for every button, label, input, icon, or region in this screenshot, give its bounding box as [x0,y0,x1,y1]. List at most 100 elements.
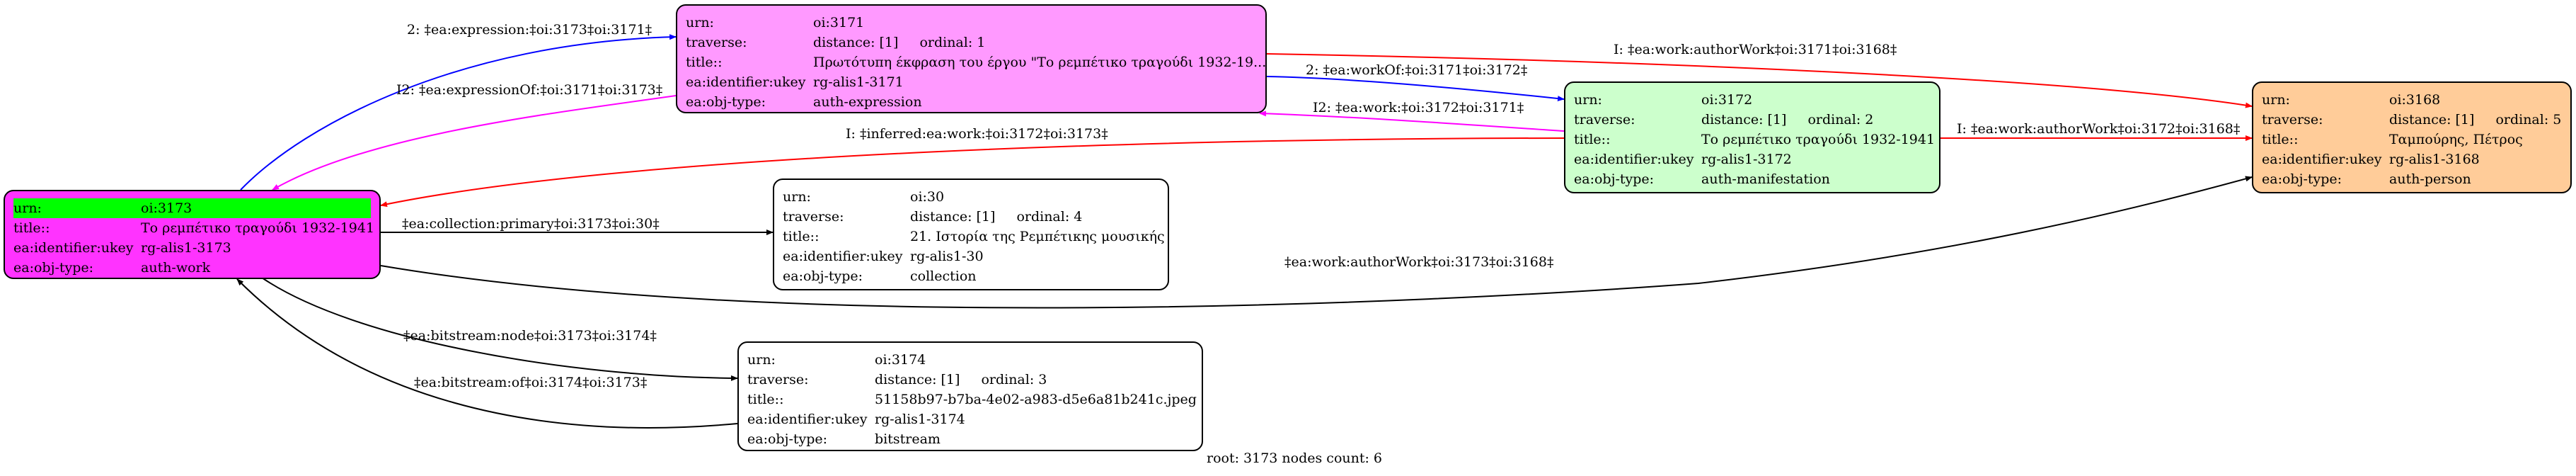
node-row: ea:obj-type:collection [783,266,1159,286]
row-value: 51158b97-b7ba-4e02-a983-d5e6a81b241c.jpe… [875,392,1197,407]
node-row: title::Πρωτότυπη έκφραση του έργου "Το ρ… [686,52,1266,72]
row-value: auth-person [2389,171,2471,187]
node-row: ea:identifier:ukey rg-alis1-3174 [747,409,1193,429]
row-key: traverse: [1574,112,1635,128]
row-key: ea:identifier:ukey [783,249,903,264]
row-key: ea:obj-type: [1574,171,1655,187]
row-value: distance: [1] [2389,112,2475,128]
row-value: distance: [1] [910,209,996,225]
edge-label: I2: ‡ea:expressionOf:‡oi:3171‡oi:3173‡ [396,82,662,98]
node-row: urn:oi:30 [783,187,1159,207]
node-row: urn: oi:3174 [747,350,1193,370]
row-value: Το ρεμπέτικο τραγούδι 1932-1941 [1701,132,1936,147]
row-value: Ταμπούρης, Πέτρος [2389,132,2523,147]
row-key: ea:obj-type: [13,260,94,276]
edge-expression: 2: ‡ea:expression:‡oi:3173‡oi:3171‡ [240,22,677,191]
node-oi-3168[interactable]: urn:oi:3168 traverse:distance: [1]ordina… [2252,81,2572,193]
edge-line [272,95,677,191]
node-row: traverse:distance: [1]ordinal: 3 [747,370,1193,390]
edge-bitstream-node: ‡ea:bitstream:node‡oi:3173‡oi:3174‡ [261,277,738,381]
node-row: urn: oi:3168 [2262,90,2562,110]
node-row: traverse: distance: [1] ordinal: 2 [1574,110,1931,130]
row-key: ea:obj-type: [686,94,766,110]
row-key: traverse: [783,209,844,225]
row-key: title:: [783,229,820,244]
row-value: distance: [1] [875,372,960,387]
edge-work: I2: ‡ea:work:‡oi:3172‡oi:3171‡ [1259,100,1565,132]
row-key: urn: [2262,92,2290,108]
row-key: urn: [783,189,811,205]
row-value-ordinal: ordinal: 4 [1016,209,1083,225]
row-value: oi:3168 [2389,92,2441,108]
edge-work-of: 2: ‡ea:workOf:‡oi:3171‡oi:3172‡ [1266,62,1565,102]
row-key: title:: [686,55,723,70]
graph-caption: root: 3173 nodes count: 6 [1207,450,1383,466]
edge-bitstream-of: ‡ea:bitstream:of‡oi:3174‡oi:3173‡ [236,278,738,429]
edge-label: ‡ea:work:authorWork‡oi:3173‡oi:3168‡ [1284,254,1553,270]
node-oi-3171[interactable]: urn:oi:3171 traverse:distance: [1]ordina… [676,4,1267,113]
node-oi-30[interactable]: urn:oi:30 traverse: distance: [1] ordinal:… [773,178,1169,290]
row-value: distance: [1] [813,35,899,50]
node-row: urn:oi:3171 [686,13,1257,33]
row-value: rg-alis1-30 [910,249,984,264]
row-key: urn: [1574,92,1602,108]
edge-line [261,277,738,381]
row-value-ordinal: ordinal: 2 [1807,112,1874,128]
row-key: urn: [686,15,714,30]
edge-label: I2: ‡ea:work:‡oi:3172‡oi:3171‡ [1313,100,1524,115]
node-row: title::Ταμπούρης, Πέτρος [2262,130,2562,149]
row-key: ea:identifier:ukey [1574,152,1694,167]
row-value: rg-alis1-3172 [1701,152,1792,167]
row-key: title:: [13,220,50,236]
row-key: traverse: [686,35,747,50]
row-value: Πρωτότυπη έκφραση του έργου "Το ρεμπέτικ… [813,55,1267,70]
row-value-ordinal: ordinal: 3 [981,372,1047,387]
node-row: title::Το ρεμπέτικο τραγούδι 1932-1941 [13,218,374,238]
row-value: rg-alis1-3174 [875,412,965,427]
row-value: rg-alis1-3173 [141,240,231,256]
node-row: ea:obj-type: auth-work [13,258,371,278]
node-row: title::51158b97-b7ba-4e02-a983-d5e6a81b2… [747,390,1197,409]
row-key: traverse: [2262,112,2323,128]
node-row: ea:obj-type:auth-expression [686,92,1257,112]
row-value: auth-work [141,260,211,276]
edge-label: ‡ea:bitstream:node‡oi:3173‡oi:3174‡ [403,328,657,344]
edge-expression-of: I2: ‡ea:expressionOf:‡oi:3171‡oi:3173‡ [272,82,677,191]
row-key: urn: [747,352,776,368]
row-value: oi:3174 [875,352,926,368]
row-key: title:: [747,392,784,407]
edge-author-work-3173: ‡ea:work:authorWork‡oi:3173‡oi:3168‡ [380,176,2253,309]
node-row: traverse: distance: [1] ordinal: 4 [783,207,1159,227]
edge-label: I: ‡ea:work:authorWork‡oi:3172‡oi:3168‡ [1957,121,2240,137]
node-row: traverse:distance: [1]ordinal: 5 [2262,110,2562,130]
edge-label: I: ‡ea:work:authorWork‡oi:3171‡oi:3168‡ [1614,42,1897,57]
row-key: ea:identifier:ukey [2262,152,2382,167]
row-value: distance: [1] [1701,112,1787,128]
row-value: rg-alis1-3171 [813,74,904,90]
node-row: title::Το ρεμπέτικο τραγούδι 1932-1941 [1574,130,1935,149]
node-row: ea:obj-type: auth-manifestation [1574,169,1931,189]
row-value: bitstream [875,431,941,447]
edge-line [1266,53,2253,108]
node-row: ea:obj-type:auth-person [2262,169,2562,189]
row-value: collection [910,268,977,284]
node-oi-3174[interactable]: urn:oi:3174 traverse:distance: [1]ordina… [737,341,1203,451]
node-row-highlighted: urn: oi:3173 [13,198,371,218]
node-row: ea:obj-type: bitstream [747,429,1193,449]
node-row: urn:oi:3172 [1574,90,1931,110]
edge-line [240,34,677,191]
row-value: auth-manifestation [1701,171,1830,187]
edge-label: I: ‡inferred:ea:work:‡oi:3172‡oi:3173‡ [846,126,1108,142]
row-key: ea:obj-type: [747,431,828,447]
row-value: oi:3173 [141,200,192,216]
row-key: urn: [13,200,42,216]
row-key: ea:identifier:ukey [747,412,868,427]
node-oi-3173-root[interactable]: urn: oi:3173 title::Το ρεμπέτικο τραγούδι… [4,190,381,279]
edge-line [1259,110,1565,132]
node-oi-3172[interactable]: urn:oi:3172 traverse: distance: [1] ordina… [1564,81,1940,193]
edge-line [1266,76,1565,102]
